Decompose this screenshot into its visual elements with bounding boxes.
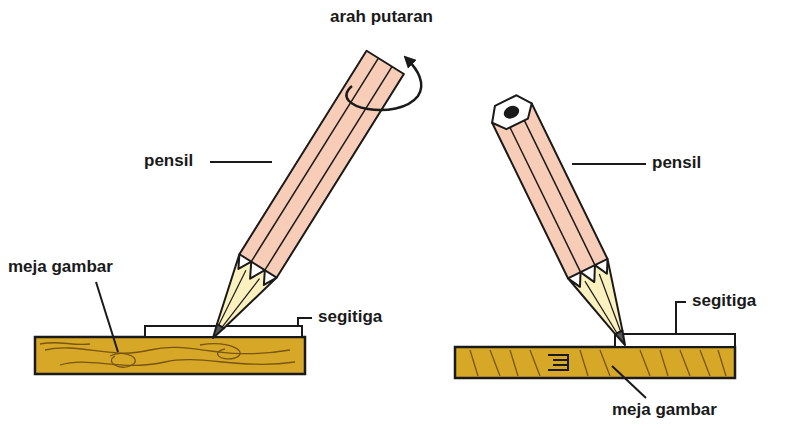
part-label: segitiga <box>692 292 756 311</box>
part-label: segitiga <box>318 308 382 327</box>
drawing-table <box>455 347 735 378</box>
drawing-table <box>35 337 305 374</box>
pencil <box>486 91 645 355</box>
motion-label: arah putaran <box>330 8 433 27</box>
part-label: meja gambar <box>612 401 717 420</box>
part-label: pensil <box>144 152 193 171</box>
part-label: meja gambar <box>8 258 113 277</box>
rotation-arrow <box>346 60 421 110</box>
set-square <box>615 334 735 347</box>
part-label: pensil <box>652 154 701 173</box>
pencil <box>194 51 404 350</box>
leader-line <box>96 162 686 398</box>
